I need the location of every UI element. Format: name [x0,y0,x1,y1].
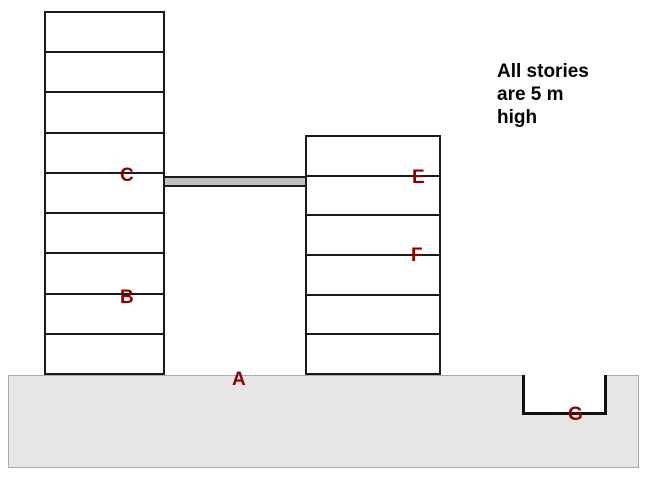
building-story [307,335,439,374]
building-story [46,53,163,94]
point-label-g: G [568,404,583,425]
right-tower [305,135,441,375]
point-label-e: E [412,167,425,188]
building-story [46,173,163,215]
story-height-note: All stories are 5 m high [497,61,589,128]
left-tower [44,11,165,375]
building-story [46,254,163,295]
building-story [307,176,439,217]
ground-notch-opening [522,375,607,415]
point-label-c: C [120,165,134,186]
building-story [307,256,439,296]
skybridge-walkway [165,176,305,187]
building-story [46,133,163,174]
point-label-a: A [232,369,246,390]
building-story [307,295,439,336]
building-story [46,214,163,255]
building-story [46,334,163,373]
building-story [307,216,439,257]
point-label-f: F [411,245,423,266]
building-story [307,137,439,177]
building-story [46,93,163,134]
point-label-b: B [120,287,134,308]
building-story [46,13,163,54]
building-story [46,294,163,335]
